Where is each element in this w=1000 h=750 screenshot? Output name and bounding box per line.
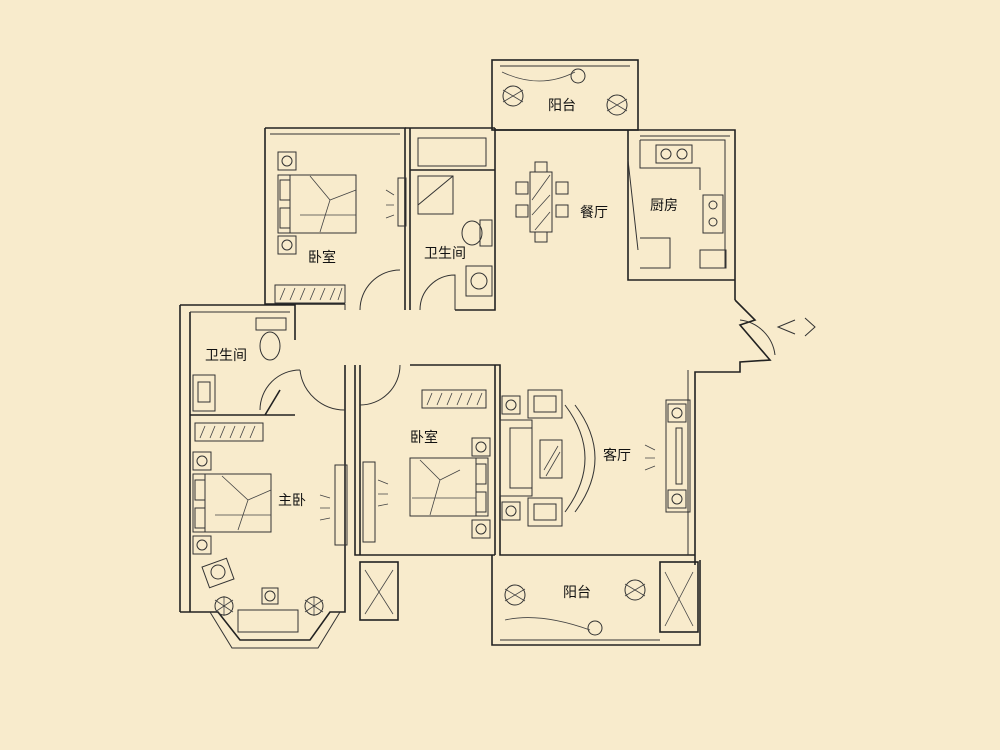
tv-icon bbox=[397, 177, 407, 227]
label-bathroom-top: 卫生间 bbox=[424, 246, 466, 262]
coffee-table-icon bbox=[539, 439, 563, 479]
mid-tv-icon bbox=[362, 461, 376, 543]
label-balcony-bottom: 阳台 bbox=[563, 585, 591, 601]
wardrobe-icon bbox=[274, 284, 346, 304]
master-wardrobe-icon bbox=[194, 422, 264, 442]
toilet-icon bbox=[461, 219, 493, 247]
label-master-bedroom: 主卧 bbox=[278, 493, 306, 509]
master-bed-icon bbox=[192, 451, 272, 555]
dining-table-icon bbox=[515, 161, 569, 243]
sink-icon bbox=[465, 265, 493, 297]
room-labels: 阳台 卧室 卫生间 餐厅 厨房 卫生间 主卧 卧室 客厅 阳台 bbox=[205, 98, 678, 601]
balcony-plants-icon bbox=[501, 68, 646, 636]
sofa-icon bbox=[499, 389, 563, 527]
living-tv-icon bbox=[665, 399, 691, 513]
rug-icon bbox=[564, 404, 586, 513]
label-living: 客厅 bbox=[603, 447, 631, 464]
master-tv-icon bbox=[334, 464, 348, 546]
toilet-icon-2 bbox=[255, 317, 287, 361]
label-bathroom-left: 卫生间 bbox=[205, 348, 247, 364]
label-bedroom-top: 卧室 bbox=[308, 249, 336, 266]
walls bbox=[179, 59, 772, 649]
label-dining: 餐厅 bbox=[580, 205, 608, 221]
shower-icon bbox=[417, 175, 454, 215]
label-balcony-top: 阳台 bbox=[548, 98, 576, 114]
sink-icon-2 bbox=[192, 374, 216, 412]
doors bbox=[259, 159, 816, 411]
mid-wardrobe-icon bbox=[421, 389, 487, 409]
mid-bed-icon bbox=[409, 437, 491, 539]
kitchen-counter-icon bbox=[639, 139, 727, 269]
bed-icon bbox=[277, 151, 357, 255]
plant-icon bbox=[214, 596, 324, 616]
label-kitchen: 厨房 bbox=[650, 198, 678, 214]
furniture bbox=[192, 68, 727, 636]
label-bedroom-mid: 卧室 bbox=[410, 429, 438, 446]
desk-icon bbox=[237, 587, 299, 633]
armchair-icon bbox=[201, 557, 235, 589]
